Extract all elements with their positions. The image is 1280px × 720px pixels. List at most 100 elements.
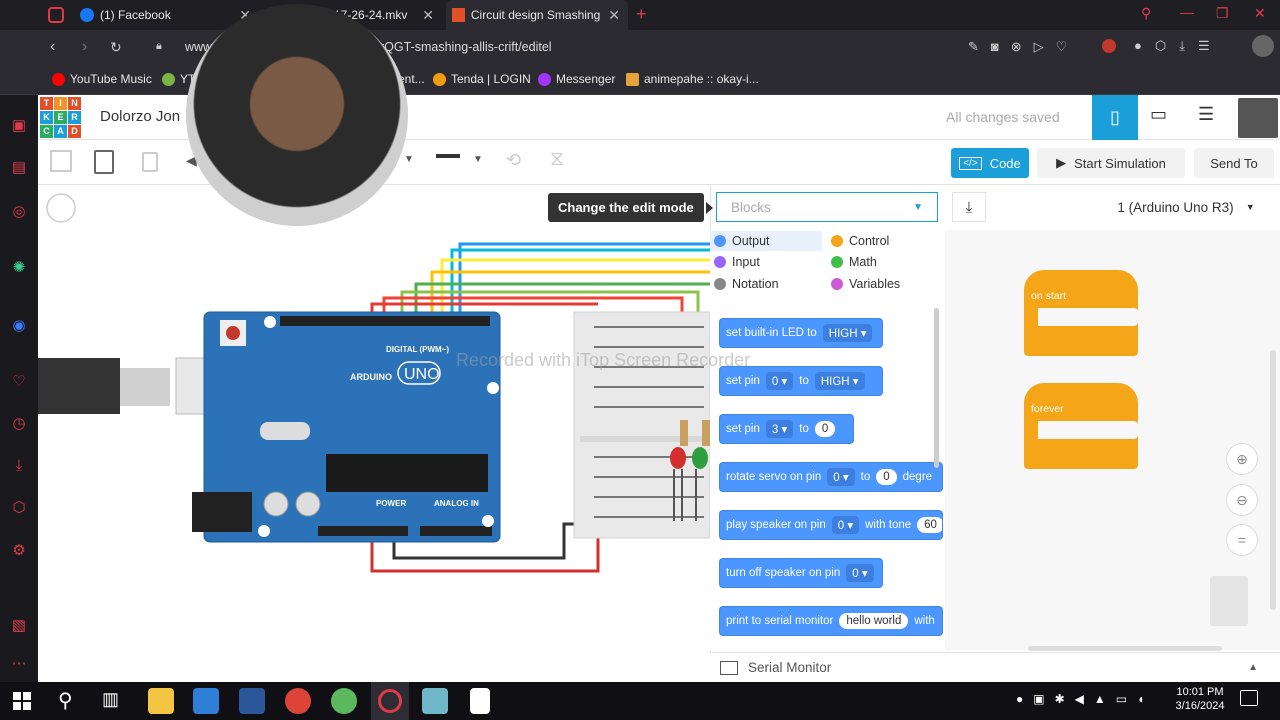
- workplane[interactable]: ARDUINO UNO DIGITAL (PWM~) POWER ANALOG …: [38, 186, 710, 682]
- block-set-pin-analog[interactable]: set pin 3 ▾ to 0: [719, 414, 854, 444]
- category-notation[interactable]: Notation: [714, 274, 779, 294]
- block-dropdown[interactable]: HIGH ▾: [822, 324, 873, 342]
- vpn-icon[interactable]: [1102, 39, 1116, 53]
- download-code-button[interactable]: ⤓: [952, 192, 986, 222]
- canvas-scrollbar-v[interactable]: [1270, 350, 1276, 610]
- twitch-icon[interactable]: ▤: [11, 159, 27, 176]
- back-icon[interactable]: ‹: [50, 38, 56, 55]
- block-dropdown[interactable]: 3 ▾: [765, 420, 794, 438]
- heart-icon[interactable]: ♡: [12, 373, 26, 390]
- chatgpt-icon[interactable]: ✺: [12, 259, 26, 276]
- block-text-input[interactable]: hello world: [839, 613, 909, 629]
- profile-avatar[interactable]: [1252, 35, 1274, 57]
- file-explorer-icon[interactable]: [148, 688, 174, 714]
- send-to-button[interactable]: Send To: [1194, 148, 1274, 178]
- zoom-out-button[interactable]: ⊖: [1226, 484, 1258, 516]
- circuit-view-button[interactable]: ▯: [1092, 95, 1138, 140]
- component-list-button[interactable]: ☰: [1198, 104, 1214, 125]
- app-icon[interactable]: [422, 688, 448, 714]
- block-dropdown[interactable]: 0 ▾: [827, 468, 855, 486]
- category-control[interactable]: Control: [831, 231, 889, 251]
- paste-icon[interactable]: [94, 150, 114, 174]
- image-icon[interactable]: ▧: [11, 617, 27, 634]
- more-icon[interactable]: ⋯: [11, 655, 27, 672]
- new-tab-icon[interactable]: +: [636, 4, 647, 24]
- trash-icon[interactable]: [1210, 576, 1248, 626]
- system-tray-icons[interactable]: ●▣✱◀▲▭◖: [1016, 692, 1155, 706]
- start-simulation-button[interactable]: ▶ Start Simulation: [1037, 148, 1185, 178]
- color-dropdown-icon[interactable]: ▼: [404, 154, 414, 165]
- utorrent-icon[interactable]: [331, 688, 357, 714]
- minimize-icon[interactable]: —: [1180, 4, 1194, 20]
- tab-facebook[interactable]: (1) Facebook ✕: [74, 0, 259, 30]
- wire-type-icon[interactable]: [436, 154, 460, 158]
- close-icon[interactable]: ✕: [422, 6, 434, 23]
- taskbar-search-icon[interactable]: ⚲: [58, 690, 73, 712]
- project-name[interactable]: Dolorzo Jon: [100, 108, 181, 125]
- word-icon[interactable]: [239, 688, 265, 714]
- address-bar[interactable]: rQGT-smashing-allis-crift/editel: [380, 40, 552, 54]
- block-dropdown[interactable]: 0 ▾: [765, 372, 794, 390]
- block-number-input[interactable]: 0: [814, 421, 836, 437]
- history-icon[interactable]: ◷: [12, 415, 26, 432]
- block-print-serial[interactable]: print to serial monitor hello world with: [719, 606, 943, 636]
- circuit-canvas[interactable]: ARDUINO UNO DIGITAL (PWM~) POWER ANALOG …: [38, 186, 710, 682]
- task-view-icon[interactable]: ▥: [102, 689, 120, 709]
- reload-icon[interactable]: ↻: [110, 39, 122, 55]
- wire-dropdown-icon[interactable]: ▼: [473, 154, 483, 165]
- close-icon[interactable]: ✕: [608, 6, 620, 23]
- block-set-builtin-led[interactable]: set built-in LED to HIGH ▾: [719, 318, 883, 348]
- canvas-scrollbar-h[interactable]: [1028, 646, 1222, 651]
- block-play-speaker[interactable]: play speaker on pin 0 ▾ with tone 60: [719, 510, 943, 540]
- gamepad-icon[interactable]: [48, 7, 64, 23]
- tab-tinkercad[interactable]: Circuit design Smashing Al ✕: [446, 0, 628, 30]
- block-forever[interactable]: forever: [1024, 383, 1138, 469]
- forward-icon[interactable]: ›: [82, 38, 88, 55]
- windows-start-icon[interactable]: [13, 692, 31, 710]
- block-rotate-servo[interactable]: rotate servo on pin 0 ▾ to 0 degre: [719, 462, 943, 492]
- bookmark-ent[interactable]: ent...: [398, 64, 425, 94]
- serial-monitor-bar[interactable]: Serial Monitor ▲: [710, 652, 1280, 682]
- search-icon[interactable]: ⚲: [1141, 5, 1152, 21]
- device-select[interactable]: 1 (Arduino Uno R3) ▼: [1098, 192, 1274, 222]
- schematic-view-button[interactable]: ▭: [1150, 104, 1167, 125]
- category-input[interactable]: Input: [714, 252, 760, 272]
- tinkercad-logo[interactable]: T I N K E R C A D: [40, 97, 81, 138]
- settings-icon[interactable]: ⚙: [12, 542, 26, 559]
- bookmark-messenger[interactable]: Messenger: [538, 64, 615, 94]
- category-output[interactable]: Output: [710, 231, 822, 251]
- palette-scrollbar[interactable]: [934, 308, 939, 468]
- vscode-icon[interactable]: [193, 688, 219, 714]
- bookmark-tenda[interactable]: Tenda | LOGIN: [433, 64, 531, 94]
- block-dropdown[interactable]: HIGH ▾: [814, 372, 865, 390]
- block-turn-off-speaker[interactable]: turn off speaker on pin 0 ▾: [719, 558, 883, 588]
- block-dropdown[interactable]: 0 ▾: [846, 564, 874, 582]
- category-math[interactable]: Math: [831, 252, 877, 272]
- notepad-icon[interactable]: [470, 688, 490, 714]
- download-icon[interactable]: ⤓: [15, 457, 23, 474]
- rotate-icon[interactable]: ⟲: [506, 150, 522, 170]
- block-number-input[interactable]: 60: [917, 517, 942, 533]
- clock[interactable]: 10:01 PM 3/16/2024: [1172, 686, 1228, 712]
- flip-icon[interactable]: ⧖: [550, 148, 565, 170]
- zoom-in-button[interactable]: ⊕: [1226, 443, 1258, 475]
- address-actions[interactable]: ✎◙⊗▷♡: [968, 39, 1080, 54]
- cube-icon[interactable]: ⬡: [12, 499, 26, 516]
- delete-icon[interactable]: [142, 152, 158, 172]
- user-avatar[interactable]: [1238, 98, 1278, 138]
- window-close-icon[interactable]: ✕: [1254, 5, 1266, 21]
- toolbar-extensions[interactable]: ●⬡⤓☰: [1134, 38, 1223, 53]
- code-button[interactable]: </> Code: [951, 148, 1029, 178]
- block-number-input[interactable]: 0: [876, 469, 897, 485]
- camera-icon[interactable]: ◎: [12, 203, 26, 220]
- edit-mode-select[interactable]: Blocks ▼: [716, 192, 938, 222]
- bookmark-animepahe[interactable]: animepahe :: okay-i...: [626, 64, 759, 94]
- category-variables[interactable]: Variables: [831, 274, 900, 294]
- copy-icon[interactable]: [50, 150, 72, 172]
- block-on-start[interactable]: on start: [1024, 270, 1138, 356]
- close-icon[interactable]: ✕: [239, 6, 251, 23]
- notifications-icon[interactable]: [1240, 690, 1258, 706]
- undo-icon[interactable]: ◀: [186, 152, 197, 168]
- messenger-icon[interactable]: ◉: [12, 317, 26, 334]
- block-dropdown[interactable]: 0 ▾: [831, 516, 860, 534]
